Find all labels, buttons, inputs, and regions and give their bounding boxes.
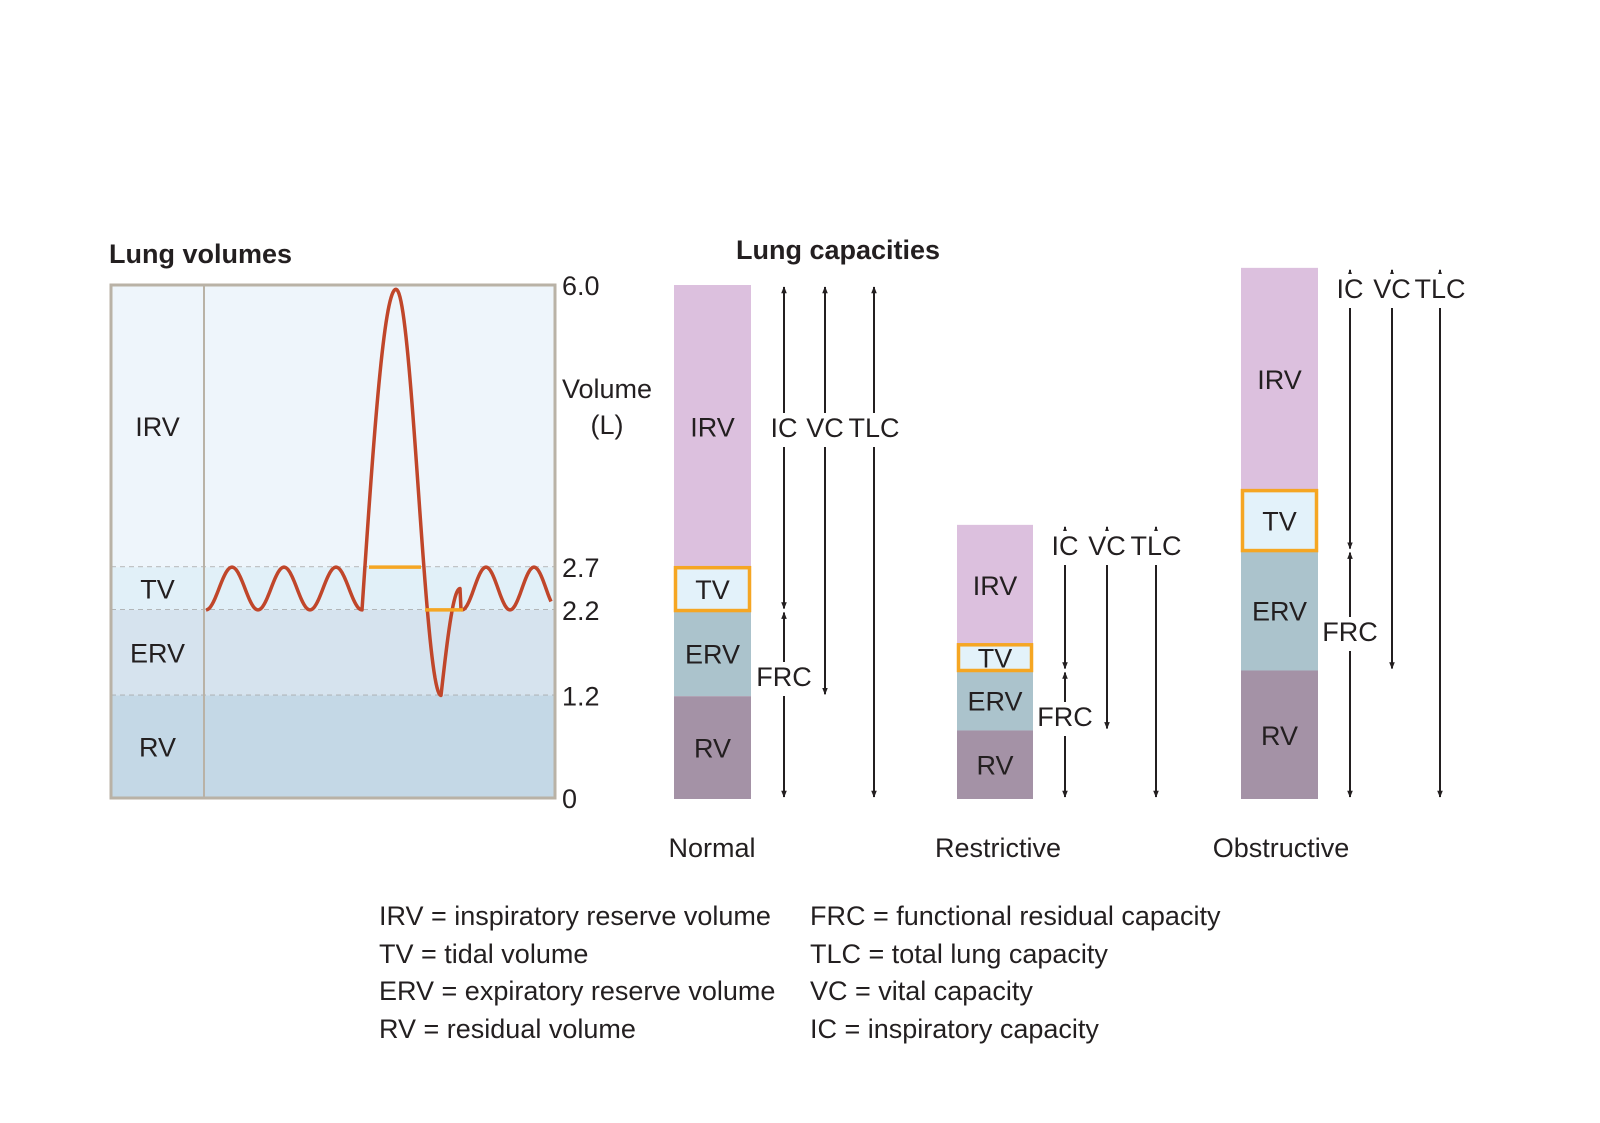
capacity-label-frc: FRC xyxy=(1037,702,1093,732)
capacity-segment-irv xyxy=(957,524,1033,645)
volume-segment-irv xyxy=(111,285,555,568)
capacity-segment-label-irv: IRV xyxy=(973,571,1018,601)
capacity-segment-label-irv: IRV xyxy=(1257,365,1302,395)
case-label-normal: Normal xyxy=(668,833,755,863)
tidal-volume-highlight xyxy=(956,643,1034,673)
legend-item-tlc: TLC = total lung capacity xyxy=(810,938,1108,969)
capacity-label-tlc: TLC xyxy=(1414,274,1465,304)
capacity-segment-erv xyxy=(674,610,751,697)
volume-tick-label: 0 xyxy=(562,784,577,814)
capacity-segment-irv xyxy=(674,285,751,568)
capacity-segment-label-rv: RV xyxy=(694,734,731,764)
capacity-label-vc: VC xyxy=(806,413,844,443)
legend-item-erv: ERV = expiratory reserve volume xyxy=(379,976,776,1006)
capacity-segment-label-erv: ERV xyxy=(967,686,1022,716)
tidal-volume-highlight xyxy=(673,565,752,613)
capacity-segment-label-irv: IRV xyxy=(690,412,735,442)
legend-volumes: IRV = inspiratory reserve volume TV = ti… xyxy=(379,898,775,1048)
volume-segments: IRV TV ERV RV xyxy=(111,285,555,798)
capacity-label-ic: IC xyxy=(771,413,798,443)
capacity-label-ic: IC xyxy=(1052,531,1079,561)
capacity-segment-tv xyxy=(957,644,1033,671)
legend-item-tv: TV = tidal volume xyxy=(379,938,589,969)
volume-chart-frame xyxy=(109,283,557,800)
volume-axis-ticks: 6.0 2.7 2.2 1.2 0 xyxy=(562,271,600,814)
legend-item-vc: VC = vital capacity xyxy=(810,976,1033,1006)
volume-segment-rv xyxy=(111,695,555,798)
volume-segment-label-tv: TV xyxy=(140,575,175,605)
legend-item-frc: FRC = functional residual capacity xyxy=(810,901,1221,931)
capacity-label-backdrop xyxy=(1049,531,1189,565)
capacity-label-frc: FRC xyxy=(756,662,812,692)
capacity-segment-tv xyxy=(674,567,751,611)
volume-segment-label-rv: RV xyxy=(139,733,176,763)
capacity-label-vc: VC xyxy=(1373,274,1411,304)
capacity-label-tlc: TLC xyxy=(848,413,899,443)
capacity-label-backdrop xyxy=(1334,274,1474,308)
capacity-label-ic: IC xyxy=(1337,274,1364,304)
capacity-segment-label-erv: ERV xyxy=(1252,597,1307,627)
volume-segment-tv xyxy=(111,567,555,610)
capacity-segment-label-rv: RV xyxy=(976,751,1013,781)
spirometry-trace xyxy=(205,287,553,698)
capacity-segment-erv xyxy=(1241,550,1318,671)
tidal-volume-highlight xyxy=(1240,488,1319,553)
capacity-segment-rv xyxy=(1241,670,1318,799)
capacity-segment-label-erv: ERV xyxy=(685,639,740,669)
volume-tick-label: 2.7 xyxy=(562,553,600,583)
capacity-segment-label-rv: RV xyxy=(1261,721,1298,751)
capacity-label-backdrop xyxy=(768,413,908,447)
volume-axis-label: Volume xyxy=(562,374,652,404)
volume-tick-label: 1.2 xyxy=(562,681,600,711)
legend-item-irv: IRV = inspiratory reserve volume xyxy=(379,901,771,931)
capacity-label-vc: VC xyxy=(1088,531,1126,561)
frc-label-backdrop xyxy=(1324,617,1376,651)
frc-label-backdrop xyxy=(1039,702,1091,736)
frc-label-backdrop xyxy=(758,662,810,696)
capacity-segment-erv xyxy=(957,670,1033,731)
capacity-segment-irv xyxy=(1241,267,1318,491)
legend-item-rv: RV = residual volume xyxy=(379,1013,636,1044)
legend-capacities: FRC = functional residual capacity TLC =… xyxy=(810,898,1220,1048)
case-label-restrictive: Restrictive xyxy=(935,833,1061,863)
volume-segment-label-irv: IRV xyxy=(135,412,180,442)
lung-volumes-title: Lung volumes xyxy=(109,239,292,269)
capacity-segment-rv xyxy=(674,696,751,799)
case-label-obstructive: Obstructive xyxy=(1213,833,1350,863)
capacity-segment-tv xyxy=(1241,490,1318,551)
lung-volumes-panel: Lung volumes IRV TV ERV RV 6.0 2.7 2.2 1.2 0 Vo… xyxy=(109,239,652,814)
volume-segment-label-erv: ERV xyxy=(130,639,185,669)
capacity-label-tlc: TLC xyxy=(1130,531,1181,561)
capacity-segment-label-tv: TV xyxy=(978,644,1013,674)
capacity-segment-label-tv: TV xyxy=(1262,507,1297,537)
capacity-label-frc: FRC xyxy=(1322,617,1378,647)
lung-capacities-title: Lung capacities xyxy=(736,235,940,265)
capacity-segment-rv xyxy=(957,730,1033,799)
volume-segment-erv xyxy=(111,609,555,696)
legend-item-ic: IC = inspiratory capacity xyxy=(810,1013,1099,1044)
capacity-segment-label-tv: TV xyxy=(695,575,730,605)
volume-tick-label: 6.0 xyxy=(562,271,600,301)
volume-axis-unit: (L) xyxy=(591,410,624,440)
volume-tick-label: 2.2 xyxy=(562,596,600,626)
